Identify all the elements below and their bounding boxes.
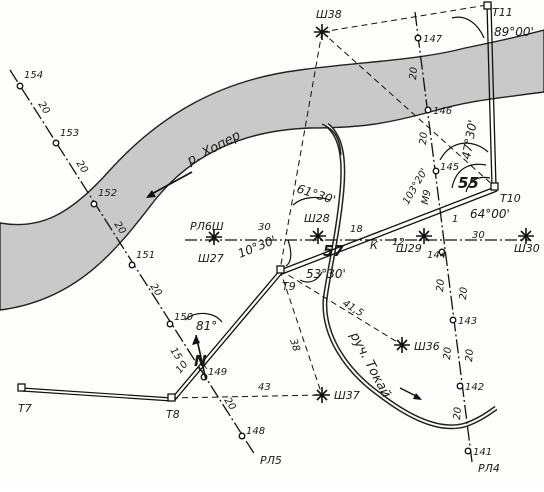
angle-arcs: [184, 16, 491, 323]
station-t7: Т7: [18, 402, 32, 415]
picket-154: 154: [24, 70, 43, 81]
label-1: 1: [452, 214, 458, 225]
angle-10: 10°30': [236, 233, 278, 261]
picket-144: 144: [427, 250, 446, 261]
dist-left-6: 20: [221, 396, 237, 413]
picket-150: 150: [174, 312, 193, 323]
creek-flow-arrow: [399, 387, 422, 400]
marker-rl6: РЛ6Ш: [190, 220, 224, 233]
traverse-t7-t8: [21, 387, 173, 399]
traverse-t10-t11-b: [490, 4, 497, 188]
dist-57: 57: [323, 242, 344, 260]
label-55: 55: [458, 174, 479, 192]
marker-rl5: РЛ5: [260, 454, 282, 467]
picket-141: 141: [473, 447, 492, 458]
station-t11: Т11: [492, 6, 513, 19]
traverse-t8-t9: [171, 269, 281, 399]
station-squares: [17, 1, 499, 402]
station-t9: Т9: [282, 280, 296, 293]
point-k: К: [370, 239, 379, 252]
dist-18: 18: [350, 224, 363, 235]
dist-right-1: 20: [408, 67, 420, 81]
angle-89: 89°00': [494, 25, 534, 39]
dist-left-4: 20: [147, 282, 163, 299]
picket-149: 149: [208, 367, 227, 378]
creek-confluence: [321, 123, 342, 156]
marker-sh37: Ш37: [334, 389, 360, 402]
north-arrow: [192, 334, 207, 381]
picket-markers-right: [414, 34, 472, 455]
marker-rl4: РЛ4: [478, 462, 500, 475]
picket-markers-left: [16, 82, 246, 440]
dist-right-5: 20: [452, 407, 464, 421]
picket-145: 145: [440, 162, 459, 173]
dist-30a: 30: [258, 222, 271, 233]
traverse-t9-t10: [279, 186, 496, 271]
angle-61: 61°30': [295, 182, 337, 208]
traverse-t7-t8-b: [21, 390, 173, 402]
river-flow-arrow: [146, 171, 193, 198]
picket-146: 146: [433, 106, 452, 117]
marker-sh29: Ш29: [396, 242, 422, 255]
dist-left-5: 5: [195, 364, 208, 375]
dist-12: 12: [392, 237, 405, 248]
dist-right-3: 20: [435, 279, 447, 293]
angle-47: 47°30': [459, 119, 480, 161]
station-t10: Т10: [500, 192, 521, 205]
marker-sh30: Ш30: [514, 242, 540, 255]
north-label: N: [194, 352, 207, 370]
picket-153: 153: [60, 128, 79, 139]
angle-64: 64°00': [470, 207, 510, 221]
dist-38: 38: [287, 338, 301, 354]
traverse-t8-t9-b: [174, 271, 284, 401]
picket-148: 148: [246, 426, 265, 437]
dist-right-4: 20: [442, 347, 454, 361]
station-t8: Т8: [166, 408, 180, 421]
angle-81: 81°: [196, 319, 217, 333]
dist-right-6: 20: [458, 287, 470, 301]
picket-152: 152: [98, 188, 117, 199]
cross-markers: [206, 24, 534, 403]
picket-142: 142: [465, 382, 484, 393]
dist-right-2: 20: [418, 132, 430, 146]
marker-sh36: Ш36: [414, 340, 440, 353]
dist-30b: 30: [472, 230, 485, 241]
dist-41-5: 41,5: [340, 298, 365, 319]
dist-right-7: 20: [464, 349, 476, 363]
picket-143: 143: [458, 316, 477, 327]
label-m9: М9: [420, 189, 433, 206]
marker-sh27: Ш27: [198, 252, 224, 265]
dist-left-10: 10: [174, 359, 191, 376]
marker-sh38: Ш38: [316, 8, 342, 21]
dashed-lines: [171, 4, 496, 399]
picket-147: 147: [423, 34, 443, 45]
traverse-t10-t11: [486, 4, 493, 188]
angle-53: 53°30': [306, 267, 346, 281]
marker-sh28: Ш28: [304, 212, 330, 225]
picket-151: 151: [136, 250, 155, 261]
creek-tokai-inner: [323, 124, 497, 428]
traverse-t9-t10-b: [281, 190, 498, 275]
dist-43: 43: [258, 382, 271, 393]
